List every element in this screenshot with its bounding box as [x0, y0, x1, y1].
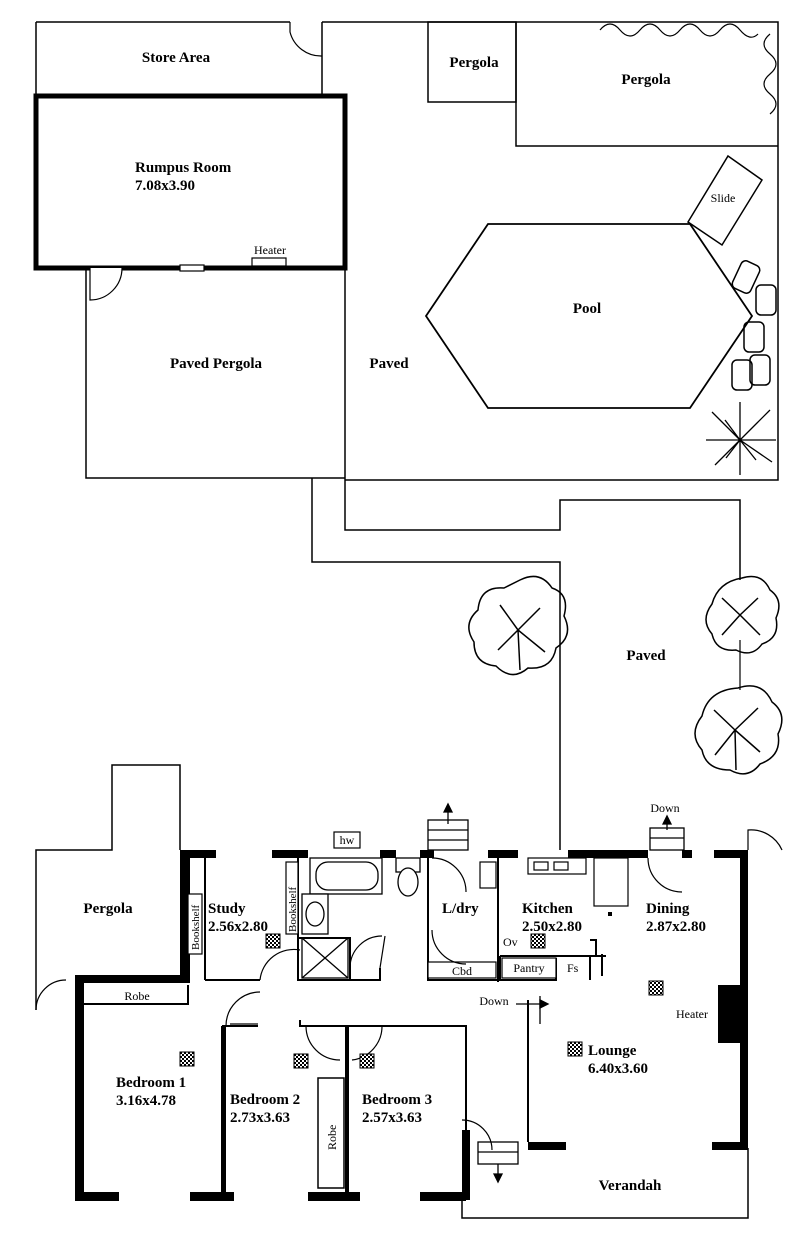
ldry-label: L/dry [442, 901, 479, 917]
paved-center-label: Paved [369, 356, 409, 372]
steps-verandah [477, 1141, 519, 1184]
laundry-tub-icon [479, 861, 497, 889]
pergola-left-outline [35, 764, 181, 1010]
study-label: Study [208, 901, 246, 917]
garden-rocks [731, 260, 777, 391]
bookshelf-right-outline [285, 861, 299, 935]
kitchen-label: Kitchen [522, 901, 573, 917]
toilet-icon [395, 857, 421, 897]
dining-dims-label: 2.87x2.80 [646, 919, 706, 935]
heater-lounge-label: Heater [676, 1007, 708, 1021]
pergola-large-label: Pergola [621, 72, 671, 88]
heater-rumpus-label: Heater [254, 243, 286, 257]
vent-icon [648, 980, 664, 996]
vent-icon [359, 1053, 375, 1069]
rumpus-door[interactable] [89, 267, 123, 301]
bedroom3-label: Bedroom 3 [362, 1092, 432, 1108]
house-walls [75, 850, 748, 1201]
slide-outline [686, 154, 764, 247]
bedroom2-label: Bedroom 2 [230, 1092, 300, 1108]
rumpus-room [33, 93, 348, 301]
vent-icon [179, 1051, 195, 1067]
robe-vertical-label: Robe [325, 1125, 339, 1150]
cbd-box [427, 961, 497, 979]
study-dims-label: 2.56x2.80 [208, 919, 268, 935]
vent-icon [567, 1041, 583, 1057]
tree-icon [694, 685, 783, 775]
ov-label: Ov [503, 935, 518, 949]
heater-icon [251, 257, 287, 267]
pantry-label: Pantry [513, 961, 544, 975]
palm-plant-icon [706, 402, 776, 475]
pergola-left-label: Pergola [83, 901, 133, 917]
bath-icon [309, 857, 383, 895]
vent-icon [530, 933, 546, 949]
kitchen-dims-label: 2.50x2.80 [522, 919, 582, 935]
verandah-label: Verandah [599, 1178, 662, 1194]
down-top-label: Down [650, 801, 679, 815]
rumpus-dims-label: 7.08x3.90 [135, 178, 195, 194]
vine-decoration [599, 23, 777, 115]
verandah-outline [461, 1148, 749, 1219]
hw-label: hw [340, 833, 355, 847]
bedroom1-dims-label: 3.16x4.78 [116, 1093, 176, 1109]
slide-label: Slide [711, 191, 736, 205]
kitchen-bench [593, 857, 629, 907]
fs-label: Fs [567, 961, 579, 975]
pool-label: Pool [573, 301, 601, 317]
bookshelf-left-outline [187, 893, 203, 955]
lounge-label: Lounge [588, 1043, 637, 1059]
store-door[interactable] [289, 22, 323, 57]
steps-dining [649, 814, 685, 851]
sink-icon [527, 857, 587, 875]
down-arrow [516, 996, 550, 1024]
basin-icon [301, 893, 329, 935]
paved-right-label: Paved [626, 648, 666, 664]
store-area-label: Store Area [142, 50, 211, 66]
robe-vertical-outline [317, 1077, 345, 1189]
outdoor-area [35, 21, 779, 850]
bedroom1-label: Bedroom 1 [116, 1075, 186, 1091]
down-mid-label: Down [479, 994, 508, 1008]
steps-top [427, 802, 469, 851]
bookshelf-left-label: Bookshelf [190, 904, 202, 950]
pantry-box [501, 957, 557, 979]
bookshelf-right-label: Bookshelf [287, 886, 299, 932]
bedroom2-dims-label: 2.73x3.63 [230, 1110, 290, 1126]
bedroom3-dims-label: 2.57x3.63 [362, 1110, 422, 1126]
cbd-label: Cbd [452, 964, 472, 978]
tree-icon [468, 575, 569, 676]
pergola-small-label: Pergola [449, 55, 499, 71]
hw-box [333, 831, 361, 849]
pergola-left-door[interactable] [35, 979, 67, 1011]
lounge-dims-label: 6.40x3.60 [588, 1061, 648, 1077]
shower-icon [301, 937, 349, 979]
door-arcs [225, 829, 783, 1151]
vent-icon [293, 1053, 309, 1069]
vent-icon [265, 933, 281, 949]
dining-label: Dining [646, 901, 690, 917]
robe-top-label: Robe [124, 989, 149, 1003]
paved-pergola-label: Paved Pergola [170, 356, 263, 372]
tree-icon [705, 575, 780, 654]
rumpus-room-label: Rumpus Room [135, 160, 232, 176]
